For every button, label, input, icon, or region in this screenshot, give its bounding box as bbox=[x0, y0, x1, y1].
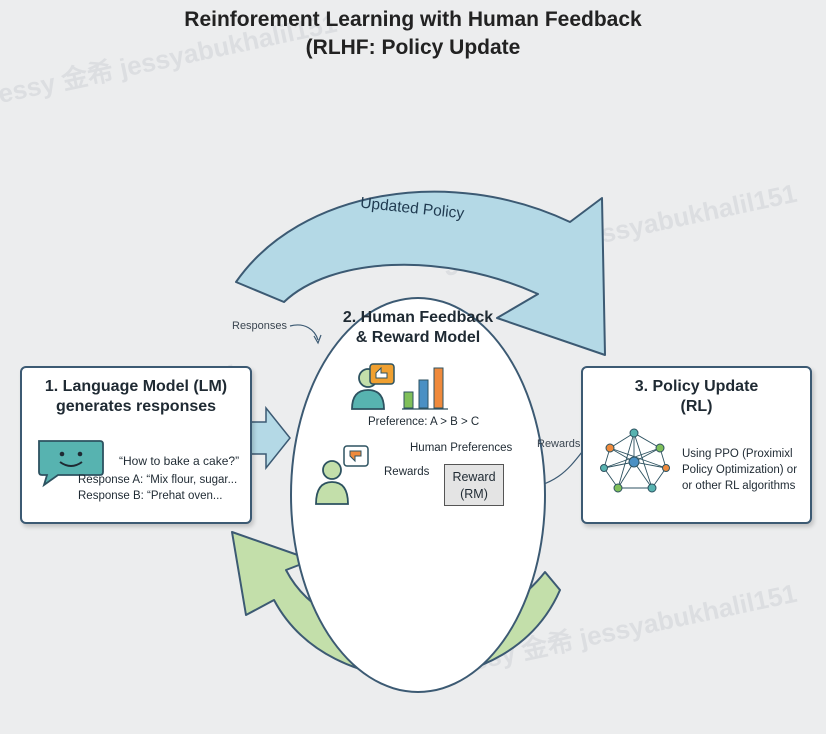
response-b: Response B: “Prehat oven... bbox=[78, 490, 223, 502]
preference-text: Preference: A > B > C bbox=[368, 416, 480, 428]
human-thumbs-up-icon bbox=[351, 363, 395, 410]
box3-desc-line3: or other RL algorithms bbox=[682, 480, 796, 492]
responses-arrow bbox=[247, 405, 291, 471]
box1-heading-line2: generates responses bbox=[55, 398, 217, 415]
rewards-label: Rewards bbox=[384, 466, 430, 478]
chat-bot-icon bbox=[38, 440, 104, 488]
responses-side-label: Responses bbox=[232, 320, 288, 332]
neural-network-icon bbox=[600, 428, 670, 493]
box3-desc-line1: Using PPO (Proximixl bbox=[682, 448, 793, 460]
human-thumbs-down-icon bbox=[315, 445, 369, 505]
box1-heading-line1: 1. Language Model (LM) bbox=[44, 378, 228, 395]
policy-update-box bbox=[581, 366, 812, 524]
rm-line2: (RM) bbox=[460, 487, 488, 501]
box3-desc-line2: Policy Optimization) or bbox=[682, 464, 798, 476]
box3-heading-line2: (RL) bbox=[680, 398, 713, 415]
updated-policy-arrow bbox=[235, 190, 606, 356]
prompt-text: “How to bake a cake?” bbox=[119, 454, 240, 468]
bar-chart-icon bbox=[402, 367, 448, 410]
box3-heading-line1: 3. Policy Update bbox=[634, 378, 759, 395]
rewards-side-label: Rewards bbox=[537, 438, 581, 450]
diagram-subtitle: (RLHF: Policy Update bbox=[305, 36, 521, 59]
reward-model-box: Reward (RM) bbox=[444, 464, 504, 506]
response-a: Response A: “Mix flour, sugar... bbox=[78, 474, 238, 486]
responses-pointer bbox=[289, 324, 319, 341]
box2-heading-line2: & Reward Model bbox=[355, 329, 481, 346]
human-preferences-label: Human Preferences bbox=[410, 442, 513, 454]
box2-heading-line1: 2. Human Feedback bbox=[342, 309, 494, 326]
diagram-title: Reinforement Learning with Human Feedbac… bbox=[184, 8, 642, 31]
rm-line1: Reward bbox=[452, 470, 496, 484]
